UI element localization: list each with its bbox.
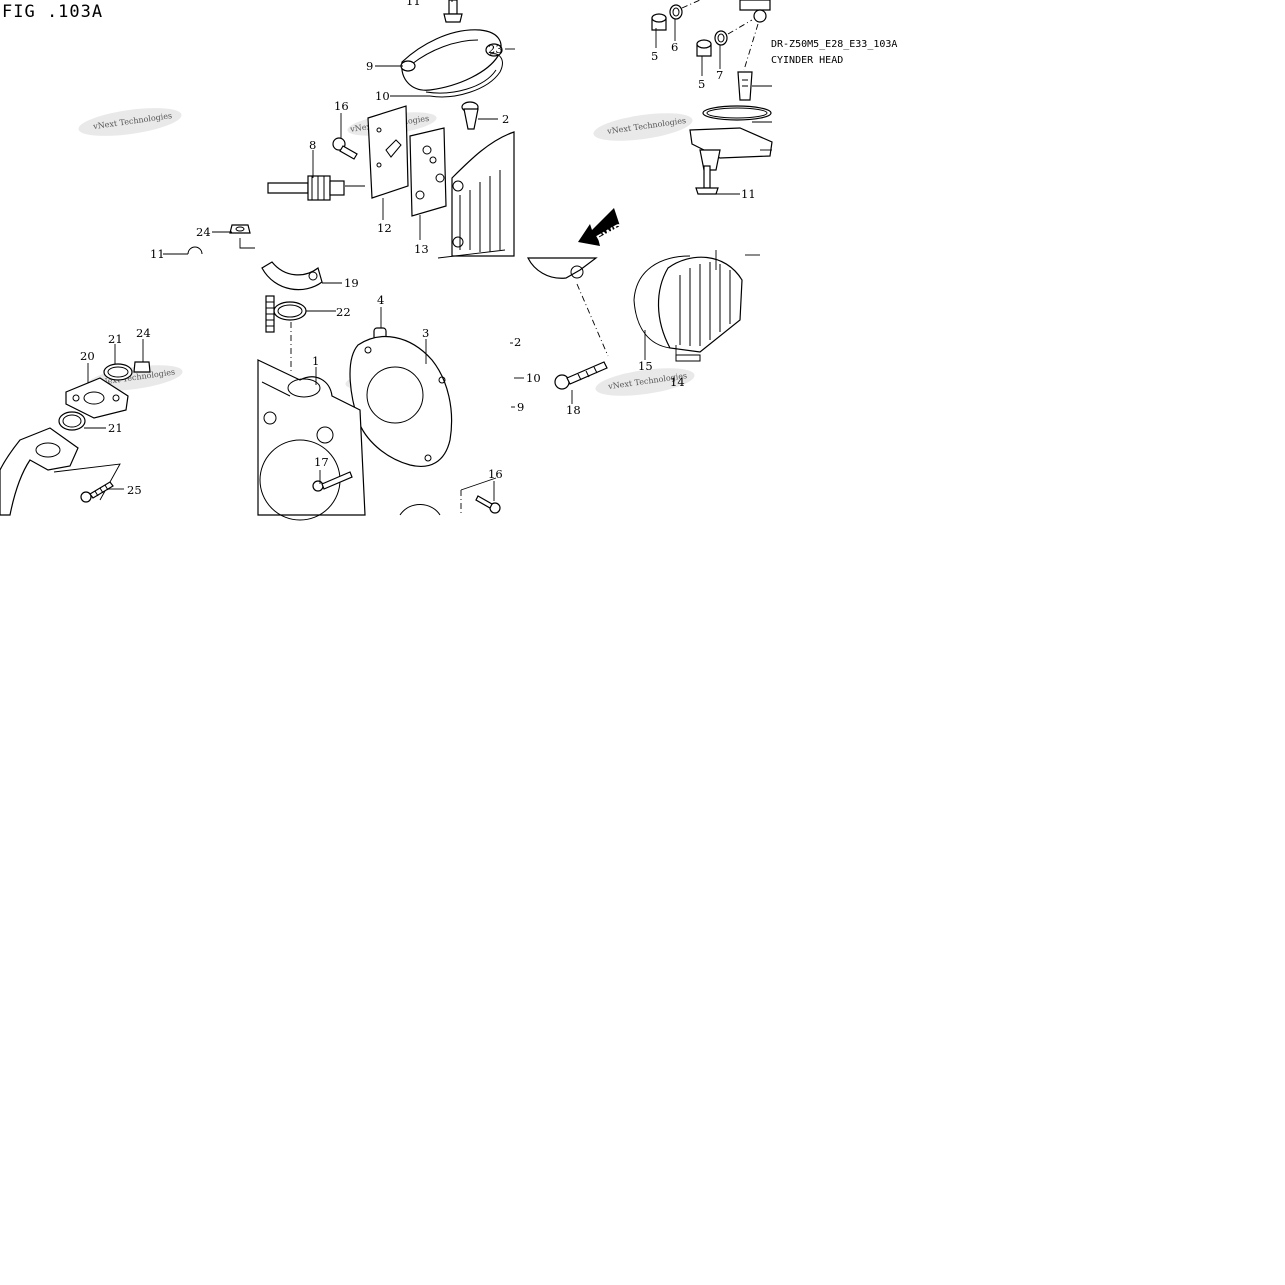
callout-11: 11 (406, 0, 421, 8)
valve-cover-9 (400, 29, 503, 91)
callout-14: 14 (670, 375, 685, 389)
valve-part-2 (461, 101, 479, 130)
callout-10: 10 (375, 89, 390, 103)
callout-2-right: 2 (514, 335, 521, 349)
o-ring-21-bottom (58, 411, 86, 431)
stud (265, 295, 275, 333)
watermark-3: vNext Technologies (593, 113, 693, 141)
callout-7: 7 (716, 68, 723, 82)
callout-12: 12 (377, 221, 392, 235)
callout-5-bottom: 5 (698, 77, 705, 91)
callout-6: 6 (671, 40, 678, 54)
callout-21-top: 21 (108, 332, 123, 346)
cylinder-head-fins-center (451, 131, 515, 257)
callout-5-top: 5 (651, 49, 658, 63)
callout-15: 15 (638, 359, 653, 373)
cap-5-top (651, 13, 667, 31)
cap-5-bottom (696, 39, 712, 57)
callout-16-bottom: 16 (488, 467, 503, 481)
cylinder-head-lower-center (527, 257, 598, 279)
callout-25: 25 (127, 483, 142, 497)
clip-11-left (187, 246, 203, 255)
nut-24-left (133, 361, 151, 373)
valve-guide (737, 71, 753, 101)
callout-3: 3 (422, 326, 429, 340)
tensioner-cap (689, 127, 773, 171)
o-ring-10 (425, 53, 503, 98)
callout-9: 9 (366, 59, 373, 73)
callout-8: 8 (309, 138, 316, 152)
caption-name: CYINDER HEAD (771, 55, 843, 66)
callout-20: 20 (80, 349, 95, 363)
washer-6 (669, 4, 683, 20)
bolt-16-bottom (460, 477, 501, 515)
o-ring-right (702, 105, 772, 121)
callout-2: 2 (502, 112, 509, 126)
callout-1: 1 (312, 354, 319, 368)
watermark-1: vNext Technologies (78, 108, 182, 136)
bolt-16-top (332, 137, 358, 160)
figure-title: FIG .103A (2, 2, 103, 22)
fin-top-right (739, 0, 771, 23)
callout-10-right: 10 (526, 371, 541, 385)
callout-23: 23 (488, 42, 503, 56)
o-ring-22 (273, 301, 307, 321)
callout-24: 24 (196, 225, 211, 239)
washer-7 (714, 30, 728, 46)
callout-17: 17 (314, 455, 329, 469)
bolt-11-right (695, 165, 719, 195)
clamp-19 (261, 261, 323, 291)
spark-plug-8 (267, 175, 345, 201)
cylinder-head-15 (633, 255, 743, 362)
callout-21-bottom: 21 (108, 421, 123, 435)
callout-4: 4 (377, 293, 384, 307)
bolt-17 (312, 471, 353, 492)
cylinder-1 (257, 359, 366, 521)
caption-code: DR-Z50M5_E28_E33_103A (771, 39, 897, 50)
callout-11-left: 11 (150, 247, 165, 261)
intake-pipe (0, 427, 121, 516)
callout-24-left: 24 (136, 326, 151, 340)
callout-13: 13 (414, 242, 429, 256)
callout-19: 19 (344, 276, 359, 290)
callout-9-right: 9 (517, 400, 524, 414)
fwd-arrow-icon: FWD (578, 208, 626, 246)
callout-18: 18 (566, 403, 581, 417)
callout-11-right: 11 (741, 187, 756, 201)
nut-24-top (229, 224, 251, 234)
gasket-13 (409, 127, 447, 217)
bolt-25 (80, 481, 114, 503)
callout-16: 16 (334, 99, 349, 113)
bolt-11-top (443, 0, 463, 23)
reed-plate-12 (367, 105, 409, 199)
gasket-21-top (103, 363, 133, 381)
intake-flange-20 (65, 377, 129, 419)
watermark-6: vNext Technologies (595, 368, 695, 396)
cylinder-gasket-3 (349, 336, 453, 467)
bolt-18 (554, 361, 608, 390)
callout-22: 22 (336, 305, 351, 319)
